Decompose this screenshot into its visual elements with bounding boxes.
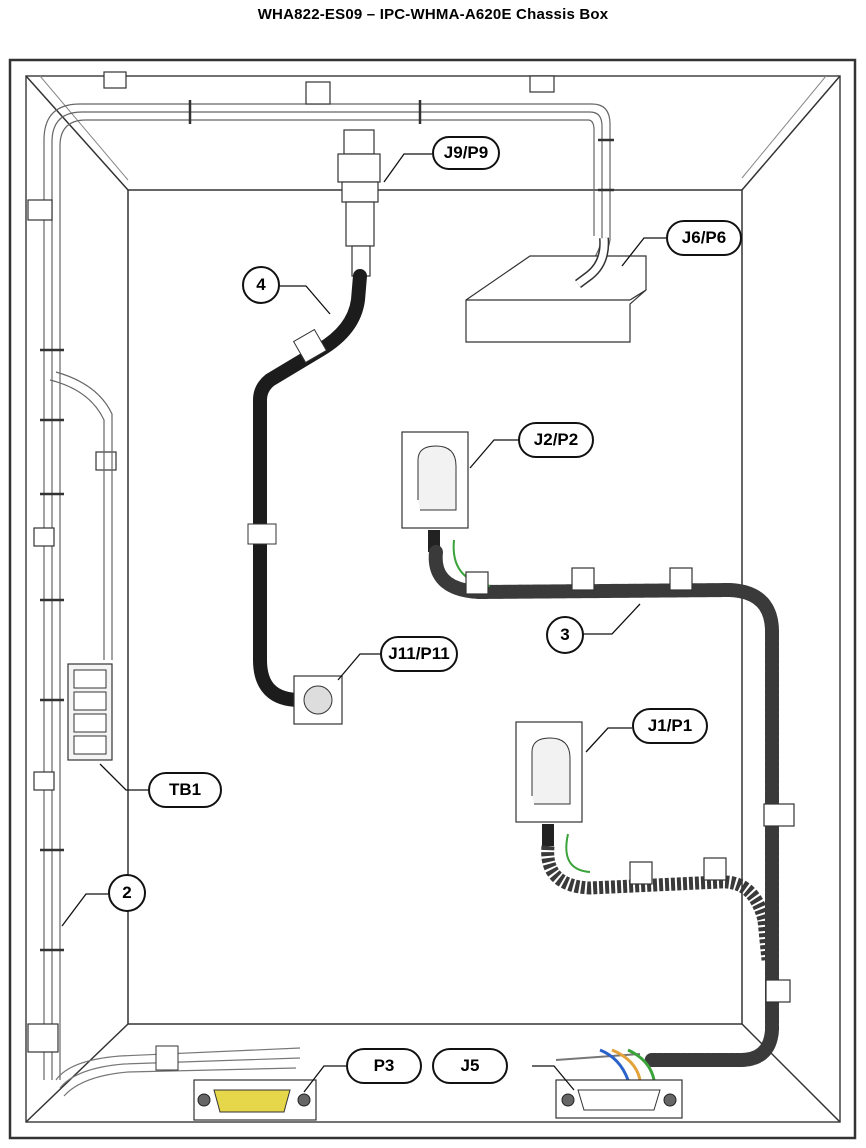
cable-1-branch [541,845,775,961]
connector-j2p2 [401,431,469,552]
corner-line-bl [25,1023,129,1123]
tb1-branch [49,371,113,660]
connector-j9p9 [337,129,381,277]
connector-j6p6 [465,255,647,343]
chassis-inner-rim [25,75,841,1123]
callout-j1p1: J1/P1 [632,708,708,744]
diagram-title: WHA822-ES09 – IPC-WHMA-A620E Chassis Box [257,6,609,23]
cable-4 [253,269,367,707]
connector-j1p1 [515,721,583,846]
chassis-back-panel [127,189,743,1025]
connector-p3 [193,1079,317,1121]
callout-j5: J5 [432,1048,508,1084]
callout-item-3: 3 [546,616,584,654]
callout-j6p6: J6/P6 [666,220,742,256]
harness-clamps [27,71,555,1053]
leader-lines [61,153,666,1093]
callout-tb1: TB1 [148,772,222,808]
corner-line-tr [741,75,841,191]
terminal-block-tb1 [67,663,113,761]
connector-j11p11 [293,675,343,725]
callout-item-2: 2 [108,874,146,912]
callout-j11p11: J11/P11 [380,636,458,672]
corner-line-tl [25,75,129,191]
callout-item-4: 4 [242,266,280,304]
callout-p3: P3 [346,1048,422,1084]
cable-3 [428,545,779,1067]
corner-line-br [741,1023,841,1123]
connector-j5 [555,1079,683,1119]
j5-wiring [555,1048,656,1081]
p3-wiring [55,1047,301,1097]
harness-ties [40,100,614,952]
callout-j2p2: J2/P2 [518,422,594,458]
callout-j9p9: J9/P9 [432,136,500,170]
